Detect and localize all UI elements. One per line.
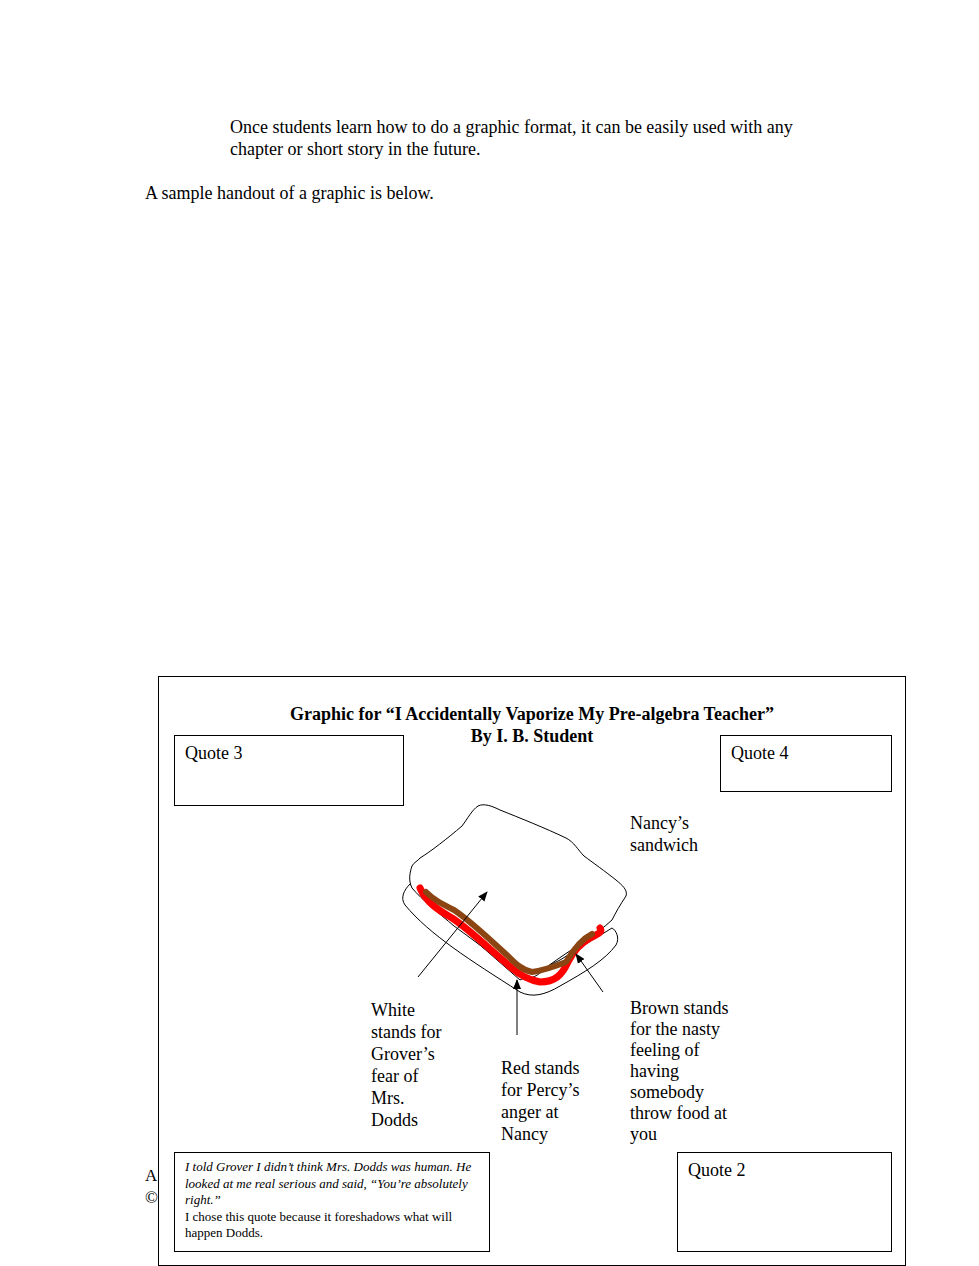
quote-text: I told Grover I didn’t think Mrs. Dodds … [175, 1153, 489, 1209]
leader-arrow [418, 892, 487, 977]
box-label: Quote 4 [721, 736, 891, 770]
quote-box: Quote 4 [720, 735, 892, 792]
color-meaning: Red stands for Percy’s anger at Nancy [501, 1057, 595, 1145]
color-meaning: Brown stands for the nasty feeling of ha… [630, 998, 742, 1145]
quote-box: I told Grover I didn’t think Mrs. Dodds … [174, 1152, 490, 1252]
leader-arrow [517, 980, 518, 1035]
page-fragment: A [145, 1165, 157, 1187]
title: Graphic for “I Accidentally Vaporize My … [279, 703, 785, 725]
handout-frame: Graphic for “I Accidentally Vaporize My … [158, 676, 906, 1266]
page-fragment: © [145, 1187, 157, 1209]
byline: By I. B. Student [279, 725, 785, 747]
intro-sentence: A sample handout of a graphic is below. [145, 182, 545, 204]
intro-paragraph: Once students learn how to do a graphic … [230, 116, 845, 160]
quote-box: Quote 3 [174, 735, 404, 806]
quote-box: Quote 2 [677, 1152, 892, 1252]
color-meaning: White stands for Grover’s fear of Mrs. D… [371, 999, 455, 1131]
bread-slice [410, 805, 627, 978]
box-label: Quote 3 [175, 736, 403, 770]
sandwich-label: Nancy’s sandwich [630, 812, 722, 856]
leader-arrow [576, 954, 603, 992]
quote-comment: I chose this quote because it foreshadow… [175, 1209, 489, 1246]
box-label: Quote 2 [678, 1153, 891, 1187]
red-filling [420, 888, 601, 982]
brown-filling [426, 892, 592, 972]
